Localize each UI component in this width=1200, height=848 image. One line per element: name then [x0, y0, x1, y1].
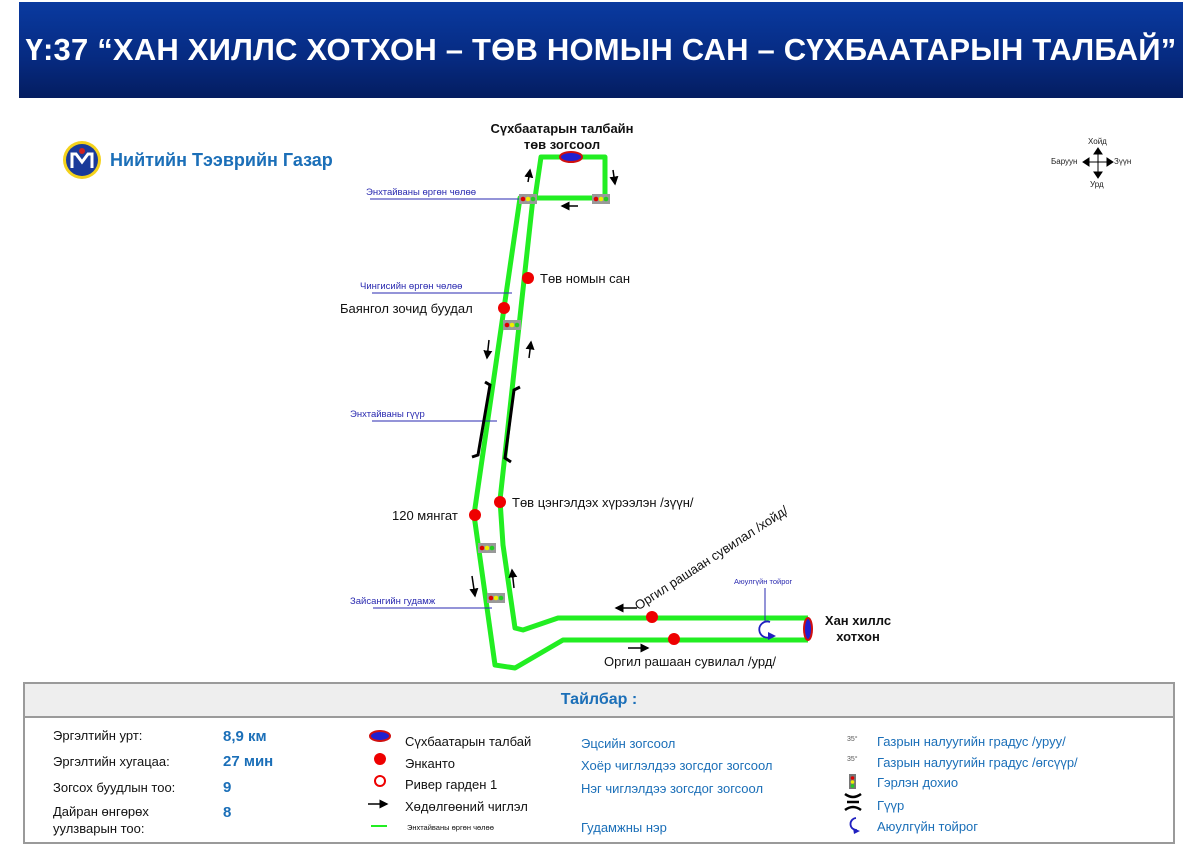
stop-outline-icon: [374, 775, 386, 787]
stop-icon: [374, 753, 386, 765]
legend-title: Тайлбар :: [25, 684, 1173, 718]
legend-icons: [844, 774, 862, 834]
slope-down-icon: 35°: [847, 736, 858, 743]
legend-panel: Тайлбар : Эргэлтийн урт: 8,9 км Эргэлтий…: [23, 682, 1175, 844]
legend-other-label: Газрын налуугийн градус /уруу/: [877, 734, 1066, 749]
legend-other-label: Аюулгүйн тойрог: [877, 819, 979, 834]
organization-name: Нийтийн Тээврийн Газар: [110, 149, 333, 170]
compass-icon: [1082, 147, 1114, 179]
street-label: Зайсангийн гудамж: [350, 596, 436, 607]
roundabout-icon: [849, 817, 858, 831]
stop-type-label: Хоёр чиглэлдээ зогсдог зогсоол: [581, 758, 773, 773]
legend-other-label: Газрын налуугийн градус /өгсүүр/: [877, 755, 1078, 770]
compass-north: Хойд: [1088, 137, 1107, 146]
stat-label: Эргэлтийн хугацаа:: [53, 754, 170, 769]
traffic-light-icon: [487, 593, 505, 603]
stop-icon: [469, 509, 481, 521]
page-title: Ү:37 “ХАН ХИЛЛС ХОТХОН – ТӨВ НОМЫН САН –…: [25, 32, 1177, 67]
stat-value: 8: [223, 804, 232, 821]
stat-value: 8,9 км: [223, 728, 267, 745]
stop-icon: [498, 302, 510, 314]
terminal-icon: [803, 617, 813, 641]
legend-other-label: Гүүр: [877, 798, 905, 813]
street-label: Энхтайваны өргөн чөлөө: [366, 187, 477, 198]
slope-up-icon: 35°: [847, 756, 858, 763]
traffic-light-icon: [503, 320, 521, 330]
organization: Нийтийн Тээврийн Газар: [62, 140, 333, 180]
stop-icon: [668, 633, 680, 645]
stop-type-label: Нэг чиглэлдээ зогсдог зогсоол: [581, 781, 764, 796]
legend-symbol-label: Хөдөлгөөний чиглэл: [405, 799, 528, 814]
terminal-top-label: Сүхбаатарын талбайн төв зогсоол: [490, 121, 634, 152]
direction-arrows: [469, 168, 650, 653]
stop-icon: [646, 611, 658, 623]
compass-south: Урд: [1090, 180, 1104, 189]
stop-type-label: Гудамжны нэр: [581, 820, 667, 835]
stat-value: 9: [223, 779, 232, 796]
traffic-light-icon: [519, 194, 537, 204]
legend-symbol-label: Ривер гарден 1: [405, 777, 498, 792]
bridge-icon: [471, 380, 521, 464]
title-banner: Ү:37 “ХАН ХИЛЛС ХОТХОН – ТӨВ НОМЫН САН –…: [19, 2, 1183, 98]
street-label: Чингисийн өргөн чөлөө: [360, 281, 463, 292]
legend-other-label: Гэрлэн дохио: [877, 775, 959, 790]
roundabout-label: Аюулгүйн тойрог: [734, 577, 793, 586]
route-line: [471, 154, 808, 671]
legend-symbol-label: Энхтайваны өргөн чөлөө: [407, 823, 494, 832]
stop-icon: [494, 496, 506, 508]
legend-symbols: [368, 730, 391, 827]
terminal-icon: [369, 730, 391, 742]
bridge-icon: [844, 792, 862, 812]
stat-label: Зогсох буудлын тоо:: [53, 780, 176, 795]
stat-value: 27 мин: [223, 753, 274, 770]
stop-label: Оргил рашаан сувилал /урд/: [604, 654, 776, 669]
stop-icon: [522, 272, 534, 284]
organization-logo-icon: [63, 141, 101, 179]
terminal-end-label: Хан хиллс хотхон: [824, 613, 892, 644]
stop-type-label: Эцсийн зогсоол: [581, 736, 676, 751]
stop-label: 120 мянгат: [392, 508, 458, 523]
terminal-icon: [559, 151, 583, 163]
street-label: Энхтайваны гүүр: [350, 409, 425, 420]
stat-label: Эргэлтийн урт:: [53, 728, 143, 743]
traffic-light-icon: [478, 543, 496, 553]
compass-east: Зүүн: [1114, 157, 1132, 166]
stop-label: Төв номын сан: [540, 271, 631, 286]
stop-label: Баянгол зочид буудал: [340, 301, 473, 316]
traffic-lights: [478, 194, 610, 603]
traffic-light-icon: [592, 194, 610, 204]
stat-label: Дайран өнгөрөх уулзварын тоо:: [53, 804, 149, 836]
legend-symbol-label: Сүхбаатарын талбай: [405, 734, 532, 749]
stop-label: Төв цэнгэлдэх хүрээлэн /зүүн/: [512, 495, 694, 510]
compass-west: Баруун: [1051, 157, 1078, 166]
legend-symbol-label: Энканто: [405, 756, 455, 771]
roundabout-icon: [758, 620, 776, 640]
